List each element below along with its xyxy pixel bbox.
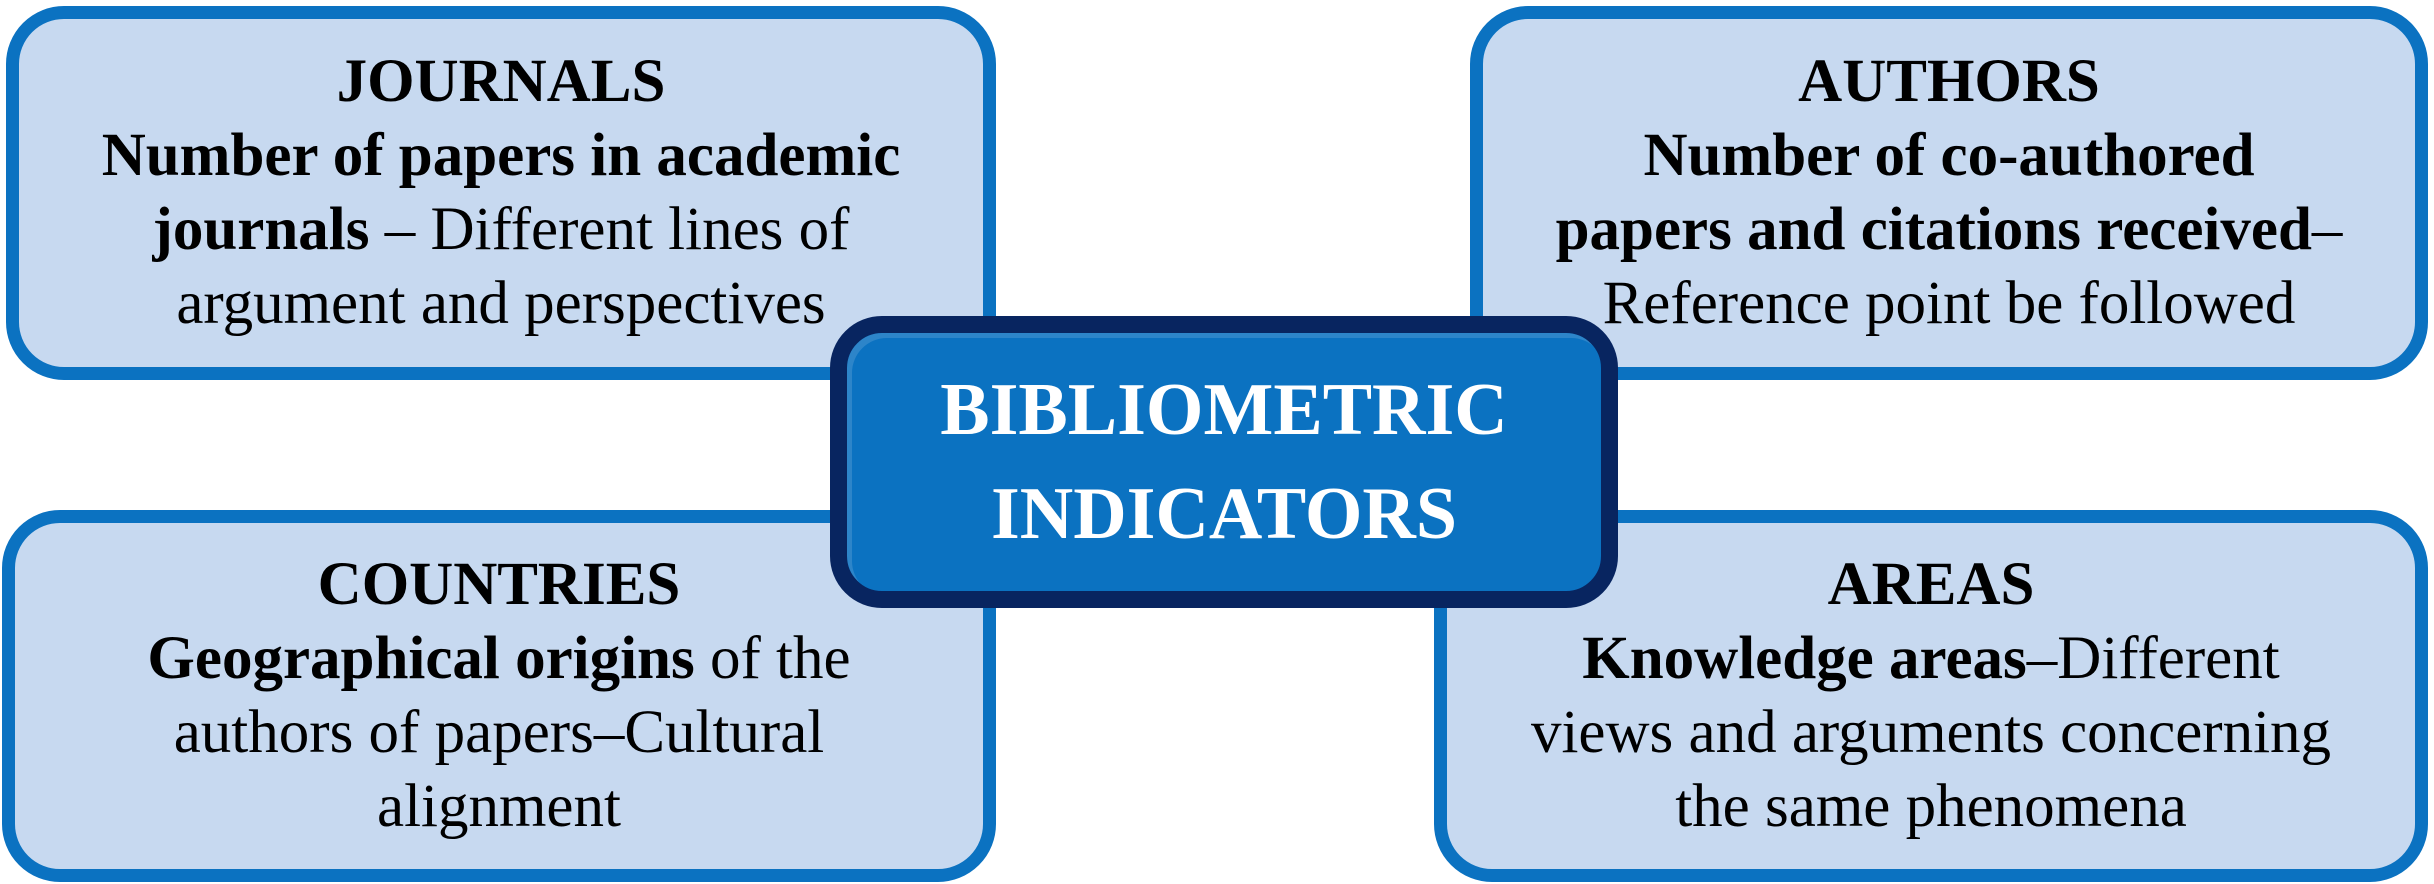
- text-line: alignment: [377, 773, 621, 840]
- text-line: views and arguments concerning: [1530, 699, 2332, 766]
- center-box-bibliometric-indicators: BIBLIOMETRIC INDICATORS: [830, 316, 1618, 608]
- text-line: Number of co-authored: [1643, 122, 2255, 189]
- box-journals: JOURNALS Number of papers in academic jour…: [6, 6, 996, 380]
- text-line: JOURNALS: [336, 48, 666, 115]
- text-line: authors of papers–Cultural: [173, 699, 825, 766]
- text-line: Knowledge areas–Different: [1582, 625, 2280, 692]
- text-line: Geographical origins of the: [147, 625, 851, 692]
- text-line: the same phenomena: [1675, 773, 2187, 840]
- text-line: AUTHORS: [1798, 48, 2100, 115]
- text-line: Number of papers in academic: [101, 122, 901, 189]
- text-line: COUNTRIES: [317, 551, 681, 618]
- box-countries: COUNTRIES Geographical origins of the auth…: [2, 510, 996, 882]
- text-line: journals – Different lines of: [152, 196, 850, 263]
- text-line: AREAS: [1827, 551, 2035, 618]
- text-line: argument and perspectives: [176, 270, 826, 337]
- box-authors: AUTHORS Number of co-authored papers and c…: [1470, 6, 2428, 380]
- text-line: INDICATORS: [990, 473, 1458, 555]
- text-line: BIBLIOMETRIC: [940, 369, 1508, 451]
- text-line: Reference point be followed: [1602, 270, 2296, 337]
- text-line: papers and citations received–: [1555, 196, 2343, 263]
